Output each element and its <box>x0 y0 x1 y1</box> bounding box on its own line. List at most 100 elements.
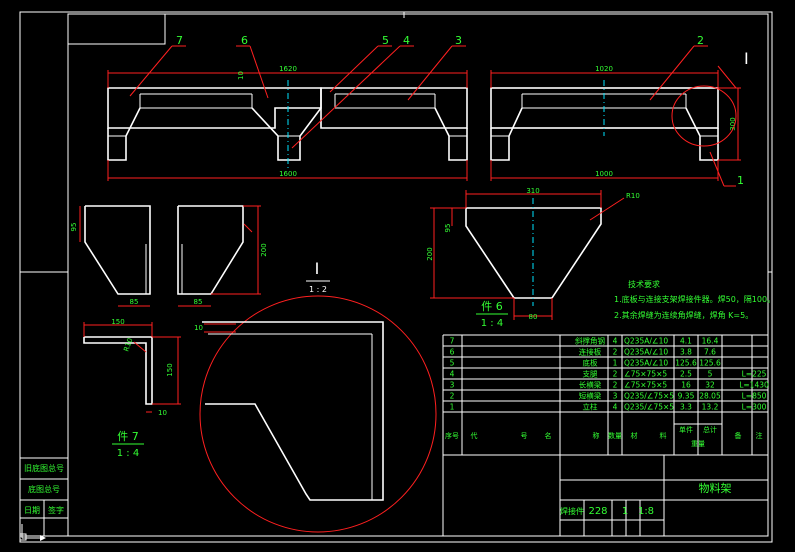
bom-cell-qty: 1 <box>613 359 618 368</box>
notes-title: 技术要求 <box>628 279 660 289</box>
bom-cell-unit: 9.35 <box>678 392 695 401</box>
dim-angle-h: 150 <box>166 363 174 376</box>
dim-part6-bot: 80 <box>529 313 538 321</box>
bom-cell-material: Q235/∠75×5 <box>624 392 674 401</box>
bom-cell-name: 支腿 <box>583 369 598 379</box>
bom-cell-no: 3 <box>450 381 455 390</box>
bom-cell-unit: 125.6 <box>675 359 697 368</box>
drawing-title: 物料架 <box>699 481 732 495</box>
bom-cell-no: 6 <box>450 348 455 357</box>
balloon-2: 2 <box>697 34 704 47</box>
bom-cell-material: ∠75×75×5 <box>624 370 667 379</box>
bom-cell-total: 125.6 <box>699 359 721 368</box>
detail-mark-top: I <box>744 49 749 68</box>
dim-right-top: 1020 <box>595 65 613 73</box>
bom-cell-name: 斜撑角钢 <box>575 336 605 346</box>
detail-i-view: I 1 : 2 10 <box>194 259 437 533</box>
bom-header: 序号 代 号 名 称 数量 材 料 单件 总计 重量 备 注 <box>445 425 763 448</box>
bom-cell-qty: 3 <box>613 392 618 401</box>
dim-right-bottom: 1000 <box>595 170 613 178</box>
part6-scale: 1 : 4 <box>481 318 503 329</box>
balloon-4: 4 <box>403 34 410 47</box>
bom-cell-note: L=1430 <box>739 381 769 390</box>
side-table-row2: 底图总号 <box>28 484 60 494</box>
bom-cell-name: 连接板 <box>579 347 602 357</box>
ucs-icon <box>19 524 46 541</box>
bom-cell-unit: 3.8 <box>680 348 692 357</box>
dim-detail-t: 10 <box>194 324 203 332</box>
part7-name: 件 7 <box>117 430 139 443</box>
part6-view: 310 95 200 80 R10 件 6 1 : 4 <box>426 187 640 329</box>
bom-cell-total: 7.6 <box>704 348 716 357</box>
bom-header-qty: 数量 <box>608 431 622 440</box>
bom-cell-total: 16.4 <box>702 337 719 346</box>
bom-header-code: 代 <box>471 431 478 440</box>
bom-header-name: 名 <box>545 431 552 440</box>
part6-name: 件 6 <box>481 300 503 313</box>
bom-cell-no: 5 <box>450 359 455 368</box>
bom-cell-no: 2 <box>450 392 455 401</box>
bom-cell-name: 底板 <box>583 358 598 368</box>
bom-cell-name: 短横梁 <box>579 391 602 401</box>
dim-part6-h1: 95 <box>444 224 452 233</box>
bom-cell-material: ∠75×75×5 <box>624 381 667 390</box>
bom-cell-unit: 2.5 <box>680 370 692 379</box>
dim-plate-r-w: 85 <box>194 298 203 306</box>
balloon-5: 5 <box>382 34 389 47</box>
bom-cell-unit: 4.1 <box>680 337 692 346</box>
bom-cell-material: Q235A/∠10 <box>624 348 668 357</box>
bom-cell-total: 5 <box>708 370 713 379</box>
title-weight: 228 <box>588 506 607 517</box>
side-table-date: 日期 <box>24 506 40 515</box>
balloon-1: 1 <box>737 174 744 187</box>
plate-right: 200 85 <box>177 205 268 307</box>
bom-header-name2: 称 <box>593 431 600 440</box>
bom-cell-material: Q235A/∠10 <box>624 359 668 368</box>
bom-cell-qty: 4 <box>613 403 618 412</box>
plate-left: 95 85 <box>70 205 151 307</box>
bom-header-code2: 号 <box>521 432 528 440</box>
drawing-border <box>19 11 773 543</box>
dim-part6-r: R10 <box>626 192 640 200</box>
right-frame-view: 1020 1000 300 I <box>490 49 749 181</box>
bom-cell-total: 13.2 <box>702 403 719 412</box>
dim-angle-t: 10 <box>158 409 167 417</box>
bom-header-material2: 料 <box>660 431 667 440</box>
bom-cell-qty: 4 <box>613 337 618 346</box>
title-sheets: 1 <box>622 506 628 517</box>
dim-angle-w: 150 <box>111 318 124 326</box>
title-scale: 1:8 <box>638 506 654 517</box>
side-table-row1: 旧底图总号 <box>24 463 64 473</box>
dim-part6-top: 310 <box>526 187 539 195</box>
dim-plate-l-h: 95 <box>70 223 78 232</box>
dim-angle-r: R10 <box>122 337 134 353</box>
bom-cell-material: Q235A/∠10 <box>624 337 668 346</box>
dim-plate-r-h: 200 <box>260 243 268 256</box>
left-frame-view: 1620 1600 10 <box>107 65 468 181</box>
title-code-label: 焊接件 <box>560 506 584 516</box>
bom-header-unit: 单件 <box>679 425 693 434</box>
bom-cell-qty: 2 <box>613 348 618 357</box>
bom-header-material: 材 <box>631 431 638 440</box>
part7-scale: 1 : 4 <box>117 448 139 459</box>
balloon-6: 6 <box>241 34 248 47</box>
dim-right-height: 300 <box>729 117 737 130</box>
balloon-leaders: 7 6 5 4 3 2 1 <box>129 34 744 187</box>
bom-header-note2: 注 <box>756 431 763 440</box>
notes-line1: 1.底板与连接支架焊接件器。焊50，隔100。 <box>614 294 775 304</box>
detail-mark: I <box>315 259 320 278</box>
bom-cell-qty: 2 <box>613 370 618 379</box>
balloon-7: 7 <box>176 34 183 47</box>
bom-cell-no: 1 <box>450 403 455 412</box>
detail-scale: 1 : 2 <box>309 285 327 294</box>
side-table: 旧底图总号 底图总号 日期 签字 <box>19 457 69 537</box>
bom-header-note: 备 <box>735 431 742 440</box>
bom-cell-total: 28.05 <box>699 392 721 401</box>
bom-cell-unit: 16 <box>681 381 691 390</box>
bom-cell-note: L=300 <box>742 403 767 412</box>
bom-cell-qty: 2 <box>613 381 618 390</box>
side-table-sign: 签字 <box>48 505 64 515</box>
bom-cell-no: 4 <box>450 370 455 379</box>
